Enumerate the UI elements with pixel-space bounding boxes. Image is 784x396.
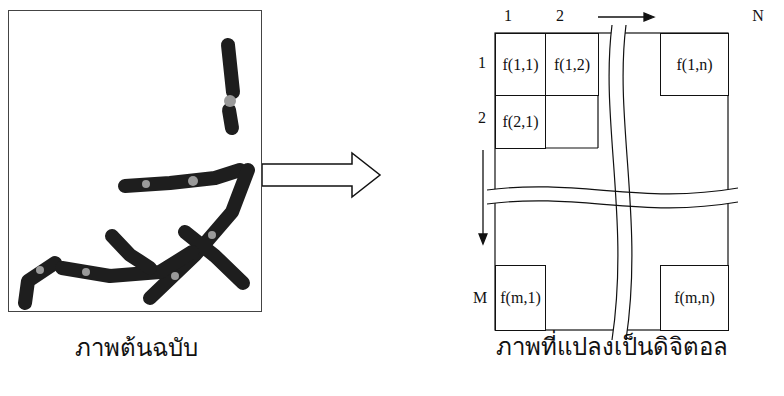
- pixel-cell: f(2,1): [495, 95, 546, 149]
- original-image-frame: ภาพต้นฉบับ: [8, 10, 262, 312]
- chromosome: [150, 170, 248, 298]
- texture-dot: [208, 231, 216, 239]
- texture-dot: [224, 95, 236, 107]
- arrow-head: [479, 234, 487, 244]
- pixel-value: f(m,n): [674, 289, 714, 307]
- pixel-value: f(1,1): [503, 56, 539, 74]
- break-line: [609, 25, 618, 340]
- row-arrow: [482, 150, 483, 236]
- pixel-value: f(2,1): [503, 113, 539, 131]
- grid-cell-lines: [495, 33, 598, 148]
- break-line: [487, 187, 738, 194]
- texture-dot: [188, 176, 198, 186]
- chromosome: [112, 236, 150, 268]
- column-number: N: [752, 8, 764, 24]
- break-band: [487, 187, 738, 208]
- row-number: 1: [478, 55, 486, 71]
- texture-dot: [171, 272, 179, 280]
- texture-dot: [36, 266, 44, 274]
- break-band: [609, 25, 632, 340]
- texture-dot: [82, 268, 90, 276]
- pixel-cell: f(1,2): [545, 33, 599, 96]
- chromosome-texture: [36, 95, 236, 280]
- break-line: [487, 201, 738, 208]
- row-number: M: [473, 290, 487, 306]
- digital-grid: f(1,1)f(1,2)f(1,n)f(2,1)f(m,1)f(m,n)ภาพท…: [380, 5, 778, 335]
- break-lines: [487, 25, 738, 340]
- arrow-head: [644, 13, 654, 21]
- pixel-cell: f(m,1): [495, 265, 546, 331]
- chromosome-picture: [25, 45, 248, 303]
- row-number: 2: [478, 110, 486, 126]
- pixel-cell: f(1,n): [660, 33, 729, 96]
- break-line: [623, 25, 632, 340]
- texture-dot: [142, 180, 150, 188]
- pixel-value: f(1,2): [554, 56, 590, 74]
- image-caption: ภาพต้นฉบับ: [75, 334, 198, 363]
- chromosome: [228, 45, 233, 92]
- column-number: 2: [556, 8, 564, 24]
- image-caption: ภาพที่แปลงเป็นดิจิตอล: [496, 333, 728, 362]
- pixel-value: f(1,n): [677, 56, 713, 74]
- column-number: 1: [504, 8, 512, 24]
- column-arrow: [598, 16, 646, 17]
- chromosome: [229, 110, 232, 128]
- chromosome: [25, 263, 55, 303]
- conversion-arrow: [262, 153, 380, 197]
- index-arrows: [479, 13, 654, 244]
- pixel-cell: f(1,1): [495, 33, 546, 96]
- pixel-value: f(m,1): [500, 289, 540, 307]
- pixel-cell: f(m,n): [660, 265, 729, 331]
